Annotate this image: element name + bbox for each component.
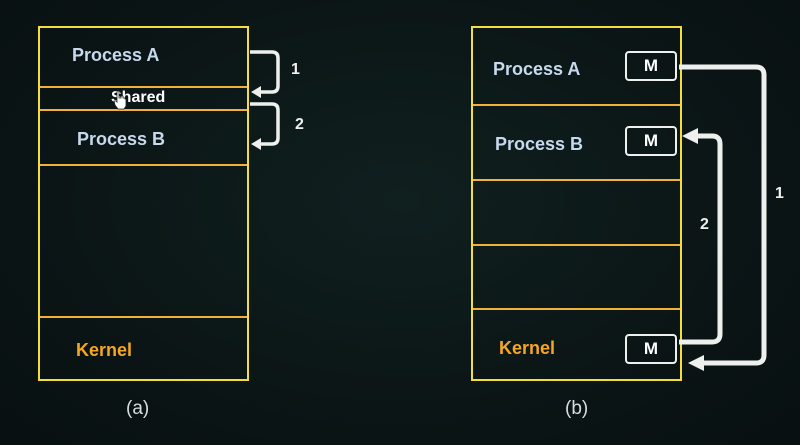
arrowhead-2-b [682,128,698,144]
divider-a-kernel-top [40,316,247,318]
arrow-2-a [250,102,280,146]
step-2-label-b: 2 [700,216,709,233]
divider-b-process-a-bottom [473,104,680,106]
memory-box-a [38,26,249,381]
message-box-process-a: M [625,51,677,81]
step-1-label-b: 1 [775,185,784,202]
caption-a: (a) [126,398,150,419]
arrow-1-a [250,50,280,94]
message-box-process-b: M [625,126,677,156]
caption-b: (b) [565,398,589,419]
divider-b-free-middle [473,244,680,246]
divider-b-kernel-top [473,308,680,310]
divider-b-process-b-bottom [473,179,680,181]
hand-cursor-icon [113,90,127,110]
arrowhead-2-a [251,138,261,150]
arrowhead-1-b [688,355,704,371]
process-b-label-a: Process B [77,129,166,149]
step-1-label-a: 1 [291,61,300,78]
arrow-1-b [679,64,767,366]
divider-a-process-b-bottom [40,164,247,166]
kernel-label-a: Kernel [76,340,133,360]
memory-box-b [471,26,682,381]
arrowhead-1-a [251,86,261,98]
process-a-label-a: Process A [72,45,160,65]
message-box-kernel: M [625,334,677,364]
kernel-label-b: Kernel [499,338,556,358]
step-2-label-a: 2 [295,116,304,133]
divider-a-shared-bottom [40,109,247,111]
process-a-label-b: Process A [493,59,581,79]
process-b-label-b: Process B [495,134,584,154]
arrow-2-b [679,133,723,345]
divider-a-shared-top [40,86,247,88]
